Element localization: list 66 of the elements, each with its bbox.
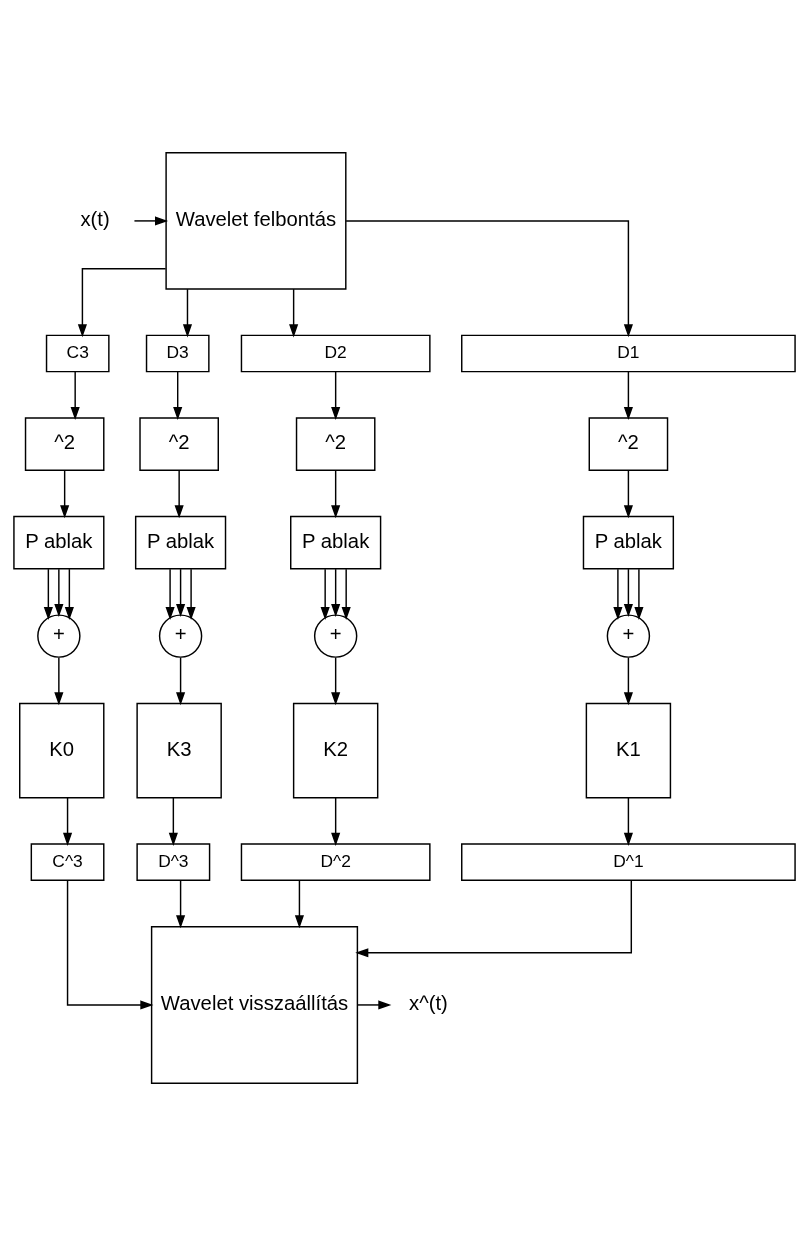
arrow [64,568,74,620]
arrow [355,879,633,958]
arrow [623,568,633,618]
node-box: C^3 [30,843,105,882]
arrow [623,797,633,846]
node-circle: + [313,614,358,658]
arrow [289,288,299,338]
node-box: D^1 [461,843,796,882]
node-box: Wavelet visszaállítás [150,925,359,1084]
node-box: ^2 [295,417,376,471]
node-box: P ablak [134,515,227,570]
node-box: ^2 [139,417,219,471]
arrow [54,656,64,706]
node-box: ^2 [24,417,105,471]
arrow [623,469,633,519]
arrow [320,568,330,620]
arrow [168,797,178,846]
node-box: D^3 [136,843,211,882]
node-circle: + [606,614,651,658]
arrow [341,568,351,620]
arrow [176,656,186,706]
node-box: D^2 [240,843,431,882]
arrow [613,568,623,620]
node-box: K0 [19,702,105,799]
node-box: Wavelet felbontás [165,152,347,290]
arrow [356,1000,392,1010]
node-circle: + [158,614,203,658]
arrow [174,469,184,519]
node-text: x(t) [80,208,110,231]
arrow [54,568,64,618]
arrow [165,568,175,620]
node-box: D2 [240,334,431,373]
node-box: K2 [292,702,379,799]
node-circle: + [37,614,81,658]
node-box: D3 [145,334,210,373]
arrow [70,371,80,421]
arrow [331,656,341,706]
arrow [77,268,167,338]
arrow [331,469,341,519]
arrow [176,568,186,618]
node-text: x^(t) [409,992,448,1015]
arrow [133,216,169,226]
arrow [182,288,193,338]
arrow [186,568,196,620]
arrow [345,220,633,338]
arrow [66,880,154,1010]
arrow [62,797,73,846]
arrow [331,568,341,618]
arrow [294,880,304,929]
arrow [176,880,186,929]
arrow [331,371,341,421]
arrow [173,371,183,421]
node-box: P ablak [582,515,675,570]
arrow [623,371,633,421]
node-box: K3 [136,702,222,799]
node-box: C3 [45,334,110,373]
node-box: ^2 [588,417,669,471]
arrow [60,469,70,519]
node-box: D1 [461,334,796,373]
arrow [331,797,341,846]
node-box: P ablak [290,515,382,570]
arrow [634,568,644,620]
node-box: P ablak [13,515,105,570]
arrow [623,656,633,706]
arrow [43,568,53,620]
node-box: K1 [585,702,672,799]
